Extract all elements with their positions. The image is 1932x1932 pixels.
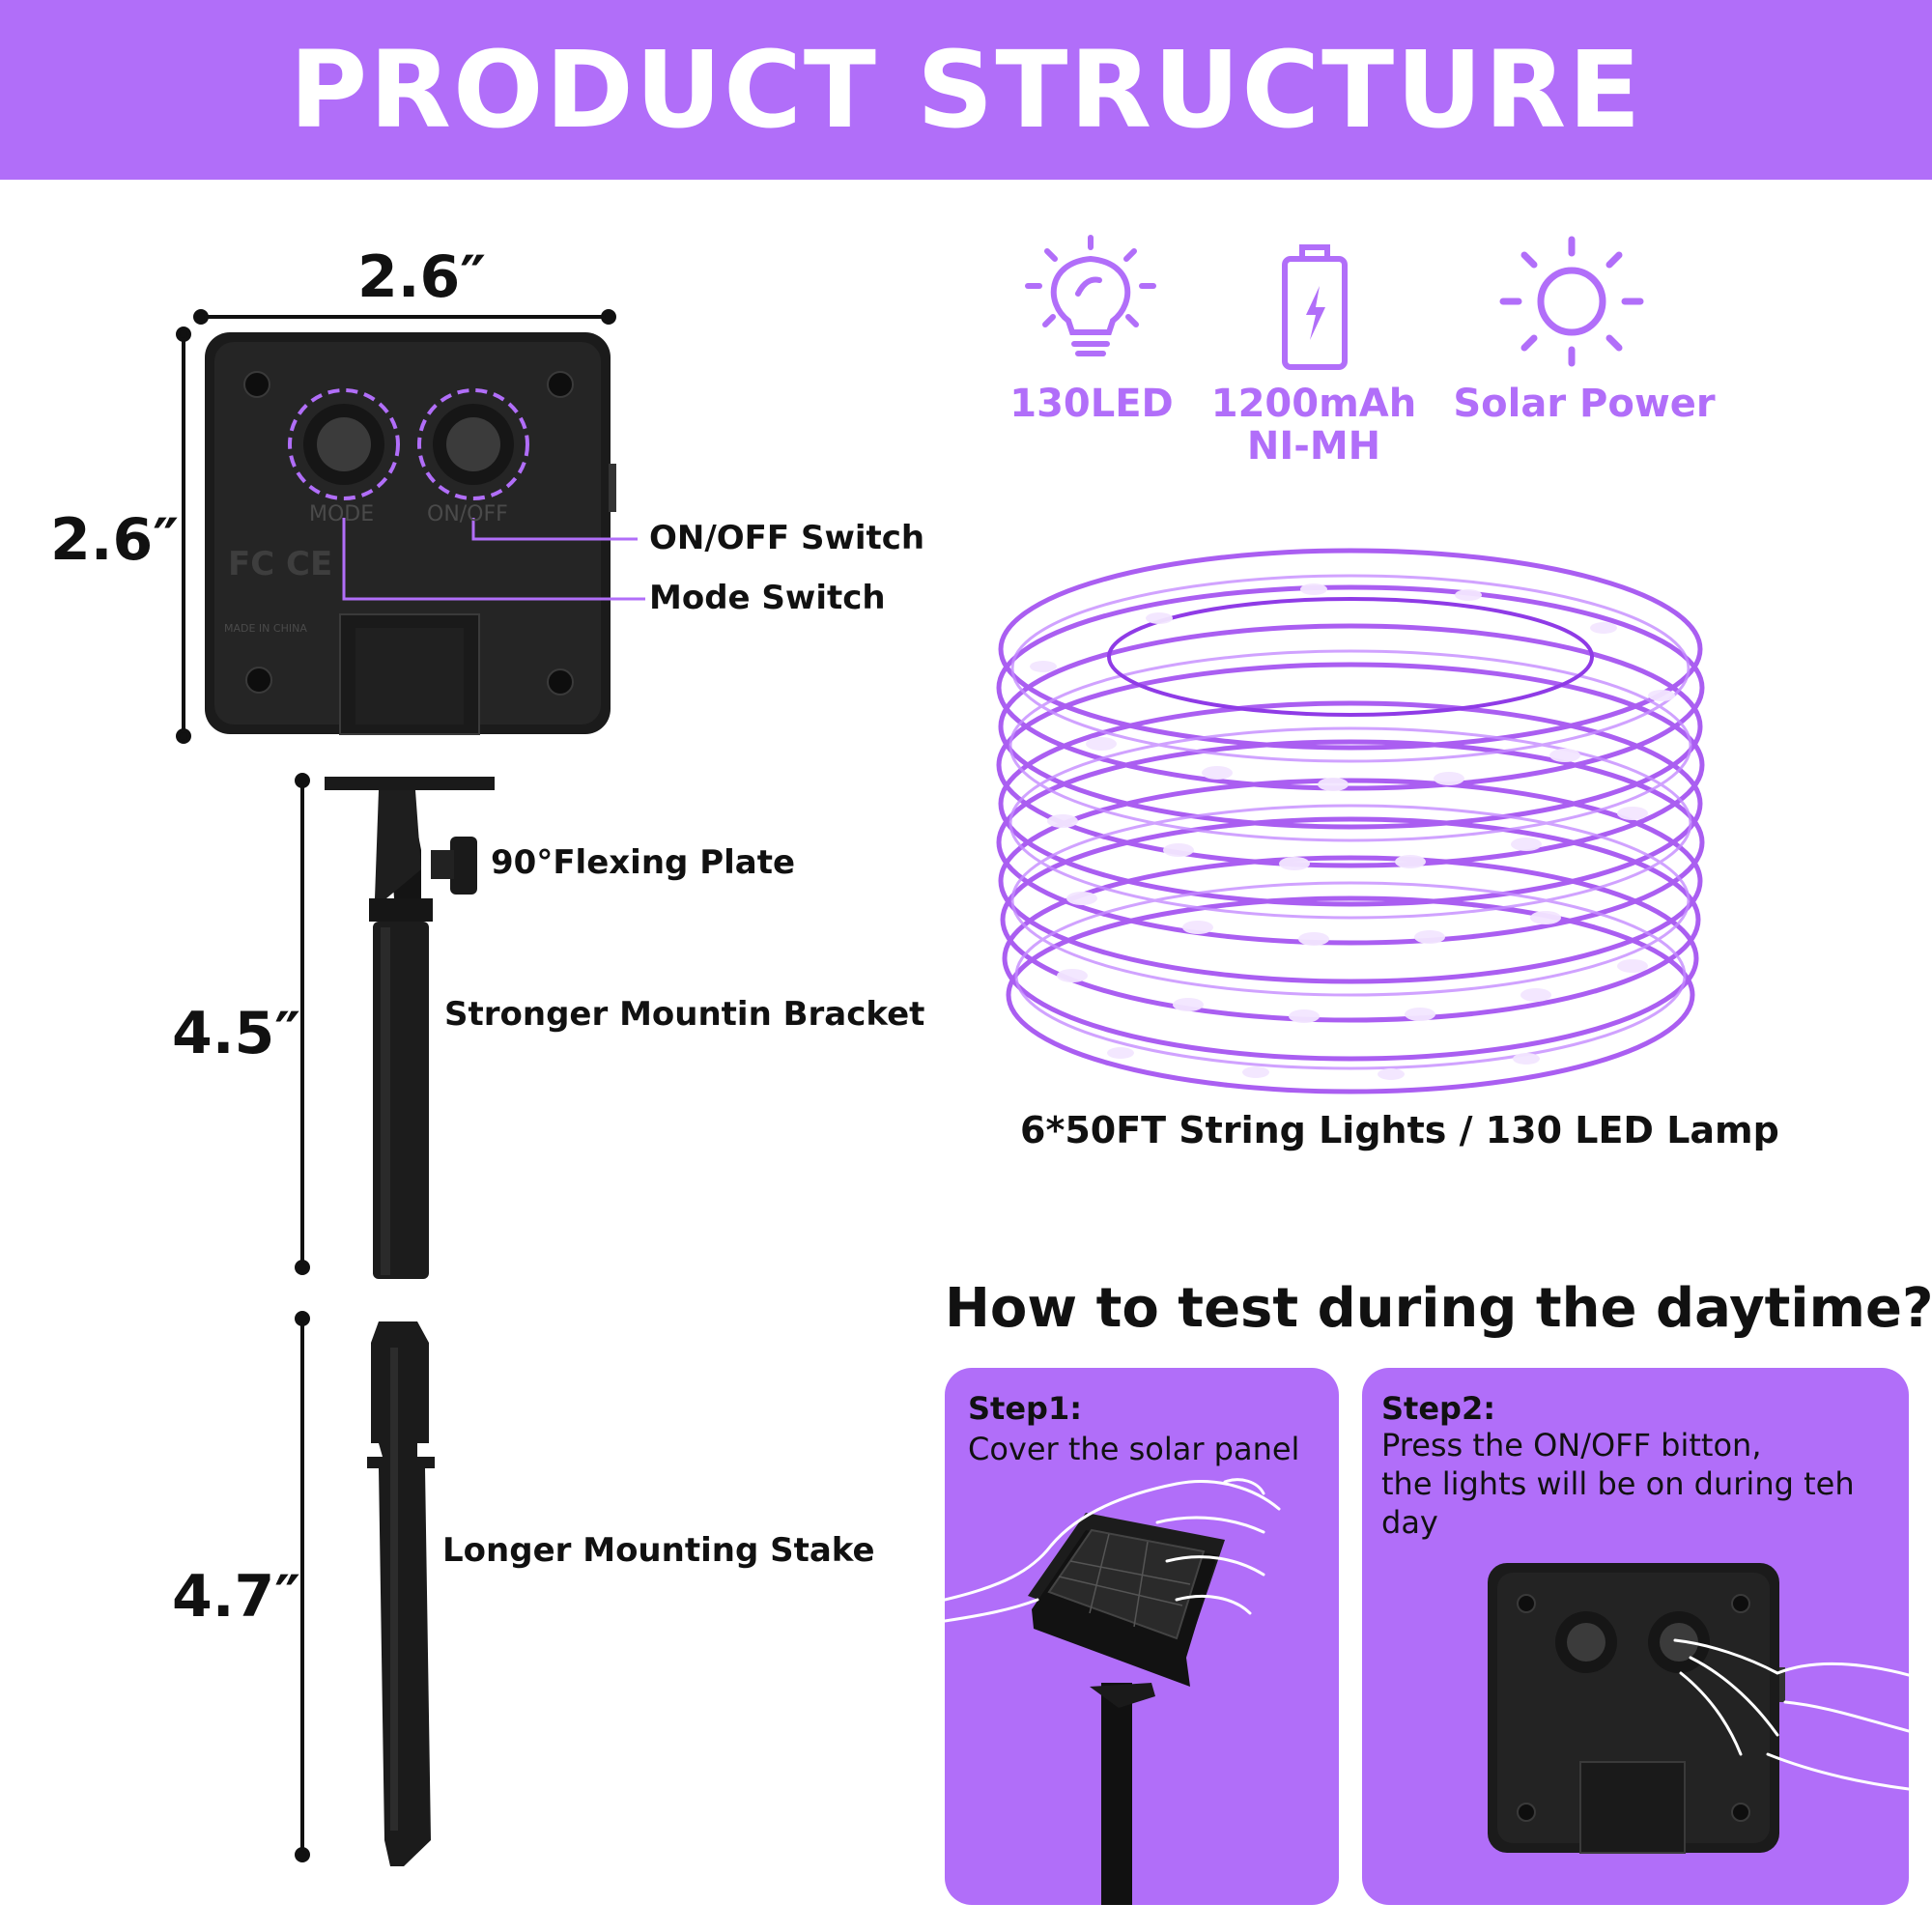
page-title: PRODUCT STRUCTURE [289, 28, 1643, 152]
stake-height-label: 4.7″ [172, 1563, 301, 1631]
bracket-height-label: 4.5″ [172, 1000, 301, 1067]
step1-text: Cover the solar panel [968, 1431, 1300, 1467]
origin-text: MADE IN CHINA [224, 622, 307, 635]
bulb-icon [1025, 235, 1156, 356]
step1-card: Step1: Cover the solar panel [945, 1368, 1339, 1905]
mode-switch-callout: Mode Switch [649, 579, 886, 617]
step1-title: Step1: [968, 1390, 1083, 1427]
sun-icon [1499, 236, 1644, 367]
mode-button-label: MODE [309, 502, 375, 526]
step2-text: Press the ON/OFF bitton, the lights will… [1381, 1427, 1855, 1541]
flexing-plate-callout: 90°Flexing Plate [491, 843, 796, 882]
feature-led-label: 130LED [1009, 382, 1174, 426]
covered-solar-panel-illustration [945, 1478, 1281, 1905]
battery-icon [1282, 244, 1348, 370]
test-section-title: How to test during the daytime? [945, 1277, 1932, 1340]
onoff-button-label: ON/OFF [427, 502, 508, 526]
bracket-callout: Stronger Mountin Bracket [444, 995, 925, 1034]
box-height-label: 2.6″ [50, 506, 180, 574]
feature-solar-label: Solar Power [1453, 382, 1716, 426]
box-width-label: 2.6″ [357, 243, 487, 311]
certification-marks: FC CE [228, 545, 333, 583]
header-banner [0, 0, 1932, 180]
stake-callout: Longer Mounting Stake [442, 1531, 875, 1570]
step2-title: Step2: [1381, 1390, 1496, 1427]
feature-battery-label: 1200mAh NI-MH [1210, 382, 1417, 469]
string-lights-caption: 6*50FT String Lights / 130 LED Lamp [1020, 1109, 1779, 1151]
pressing-onoff-illustration [1488, 1563, 1909, 1854]
onoff-switch-callout: ON/OFF Switch [649, 519, 925, 557]
step2-card: Step2: Press the ON/OFF bitton, the ligh… [1362, 1368, 1909, 1905]
